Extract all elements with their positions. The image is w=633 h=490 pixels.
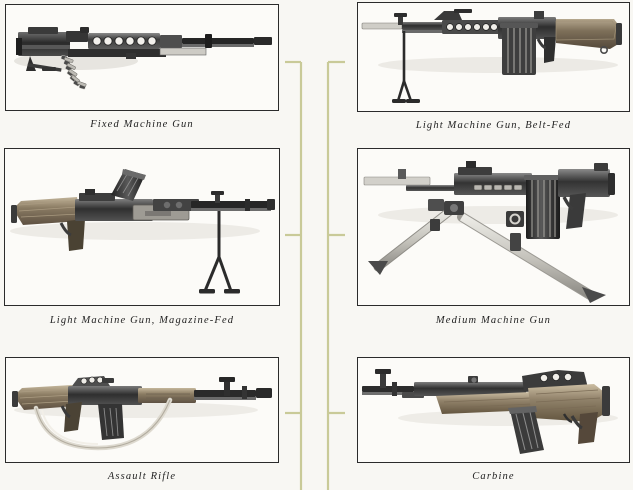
caption-light-machine-gun-magazine-fed: Light Machine Gun, Magazine-Fed — [49, 315, 235, 326]
panel-medium-machine-gun: Medium Machine Gun — [357, 148, 630, 334]
panel-light-machine-gun-belt-fed: Light Machine Gun, Belt-Fed — [357, 2, 630, 140]
medium-machine-gun-illustration — [358, 149, 628, 304]
caption-assault-rifle: Assault Rifle — [107, 471, 177, 482]
photo-light-machine-gun-magazine-fed — [5, 149, 279, 305]
photo-frame — [5, 4, 279, 111]
caption-light-machine-gun-belt-fed: Light Machine Gun, Belt-Fed — [415, 120, 572, 131]
panel-light-machine-gun-magazine-fed: Light Machine Gun, Magazine-Fed — [4, 148, 280, 334]
caption-fixed-machine-gun: Fixed Machine Gun — [90, 119, 194, 130]
photo-frame — [5, 357, 279, 463]
photo-medium-machine-gun — [358, 149, 629, 305]
photo-frame — [357, 357, 630, 463]
carbine-illustration — [358, 358, 628, 461]
panel-assault-rifle: Assault Rifle — [5, 357, 279, 490]
fixed-machine-gun-illustration — [6, 5, 277, 109]
panel-fixed-machine-gun: Fixed Machine Gun — [5, 4, 279, 138]
assault-rifle-illustration — [6, 358, 277, 461]
panel-carbine: Carbine — [357, 357, 630, 490]
light-machine-gun-magazine-fed-illustration — [5, 149, 278, 304]
photo-light-machine-gun-belt-fed — [358, 3, 629, 111]
photo-carbine — [358, 358, 629, 462]
light-machine-gun-belt-fed-illustration — [358, 3, 628, 110]
caption-medium-machine-gun: Medium Machine Gun — [435, 315, 552, 326]
photo-frame — [357, 148, 630, 306]
photo-assault-rifle — [6, 358, 278, 462]
photo-frame — [357, 2, 630, 112]
caption-carbine: Carbine — [472, 471, 515, 482]
photo-fixed-machine-gun — [6, 5, 278, 110]
photo-frame — [4, 148, 280, 306]
